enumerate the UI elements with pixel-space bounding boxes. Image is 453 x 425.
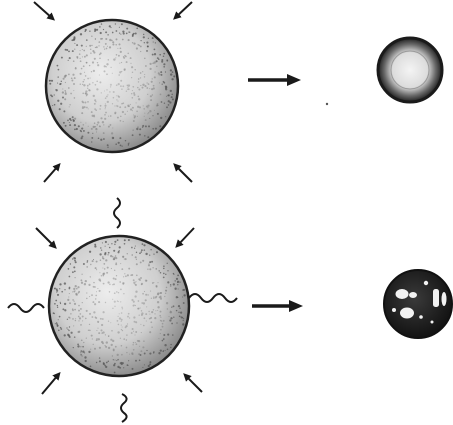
stippled-sphere-input [46,20,178,152]
wavy-radiation-icon [8,304,44,312]
wavy-radiation-icon [114,198,120,228]
row-compression-with-radiation [8,198,452,422]
dark-sphere-with-light-voids-output [384,270,452,338]
row-compression-without-radiation [34,2,442,182]
inward-arrow-icon [176,166,192,182]
speck [326,103,328,105]
inward-arrow-icon [178,228,194,245]
inward-arrow-icon [36,228,54,246]
inward-arrow-icon [186,376,202,392]
sphere-with-dark-shell-output [378,38,442,102]
inward-arrow-icon [44,166,58,182]
wavy-radiation-icon [121,394,127,422]
stippled-sphere-input [49,236,189,376]
inward-arrow-icon [176,2,192,17]
inward-arrow-icon [34,2,52,18]
wavy-radiation-icon [189,294,237,302]
inward-arrow-icon [42,375,58,394]
